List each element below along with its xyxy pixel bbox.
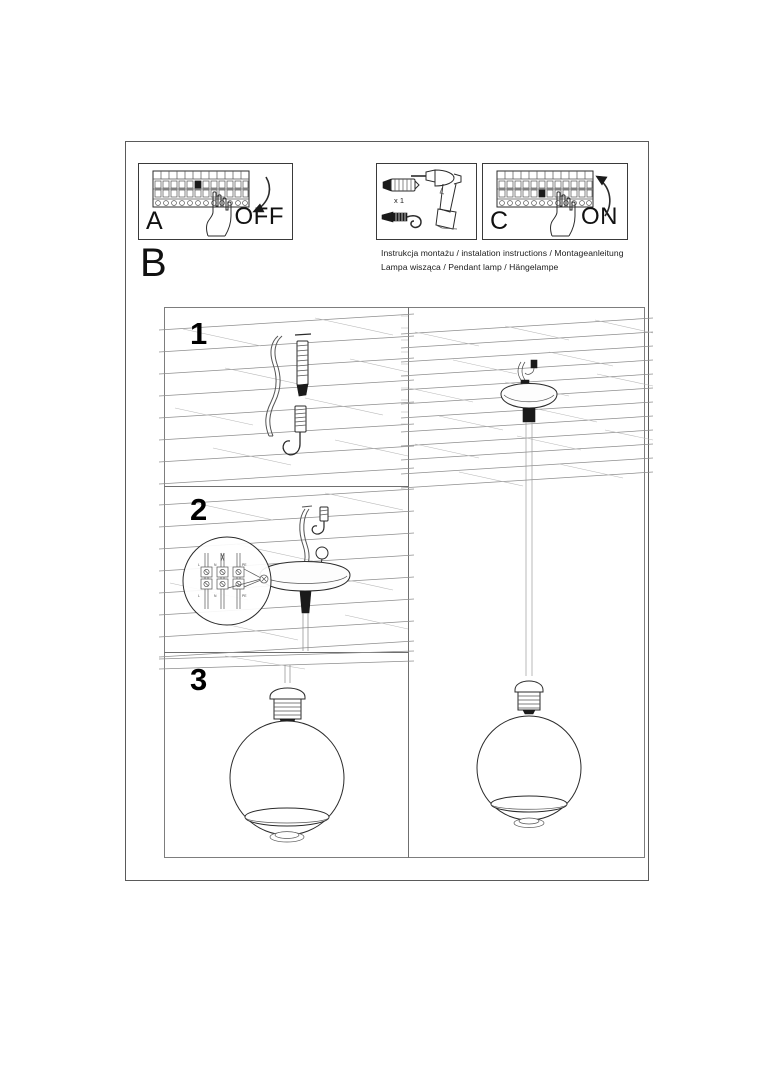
- hand-pointing-icon: [550, 191, 576, 237]
- installed-shade-finial: [513, 817, 545, 828]
- caption-line-2: Lampa wisząca / Pendant lamp / Hängelamp…: [381, 261, 559, 272]
- panel-a-power-off: A OFF: [138, 163, 293, 240]
- ceiling-hook: [311, 506, 329, 535]
- curved-arrow-down-icon: [252, 176, 271, 213]
- step-3-number: 3: [190, 662, 208, 697]
- section-b-letter: B: [140, 241, 167, 285]
- power-drill-icon: [411, 169, 462, 230]
- assembly-divider-step2-step3: [164, 652, 408, 653]
- shade-bottom-finial: [269, 831, 305, 843]
- panel-c-letter: C: [490, 207, 509, 235]
- circuit-breaker-panel-icon: [152, 170, 250, 208]
- panel-b-tools: x 1: [376, 163, 477, 240]
- hook-screw-icon: [381, 211, 422, 229]
- globe-shade: [229, 720, 345, 836]
- svg-text:PE: PE: [242, 594, 247, 598]
- caption-block: Instrukcja montażu / instalation instruc…: [381, 247, 649, 274]
- svg-text:N: N: [214, 594, 217, 598]
- circuit-breaker-panel-icon: [496, 170, 594, 208]
- wall-plug-anchor-icon: [382, 178, 420, 192]
- ceiling-rose-canopy: [259, 561, 351, 592]
- power-on-label: ON: [581, 203, 618, 230]
- installed-ceiling-rose: [500, 383, 558, 409]
- installed-globe-shade: [476, 715, 582, 821]
- step-1-number: 1: [190, 316, 208, 351]
- hand-pointing-icon: [206, 191, 232, 237]
- wall-anchor-in-ceiling: [294, 333, 312, 397]
- wiring-detail-callout: L N PE L N PE: [182, 536, 272, 626]
- step-3-illustration: [158, 650, 415, 843]
- svg-text:N: N: [214, 563, 217, 567]
- assembly-divider-step1-step2: [164, 486, 408, 487]
- step-1-illustration: [158, 313, 415, 485]
- quantity-label: x 1: [394, 196, 405, 205]
- caption-line-1: Instrukcja montażu / instalation instruc…: [381, 248, 624, 258]
- svg-text:PE: PE: [242, 563, 247, 567]
- step-2-number: 2: [190, 492, 208, 527]
- curved-arrow-up-icon: [595, 175, 611, 217]
- assembly-vertical-divider: [408, 307, 409, 858]
- step-2-illustration: L N PE L N PE: [158, 488, 415, 658]
- mounted-hook-screw: [282, 405, 307, 456]
- svg-text:L: L: [198, 594, 200, 598]
- installed-lamp-holder: [514, 680, 544, 715]
- assembly-diagram-frame: [164, 307, 645, 858]
- installed-lamp-illustration: [400, 317, 654, 828]
- svg-text:L: L: [198, 563, 200, 567]
- panel-c-power-on: C ON: [482, 163, 628, 240]
- lamp-holder: [269, 687, 306, 725]
- panel-a-letter: A: [146, 207, 163, 235]
